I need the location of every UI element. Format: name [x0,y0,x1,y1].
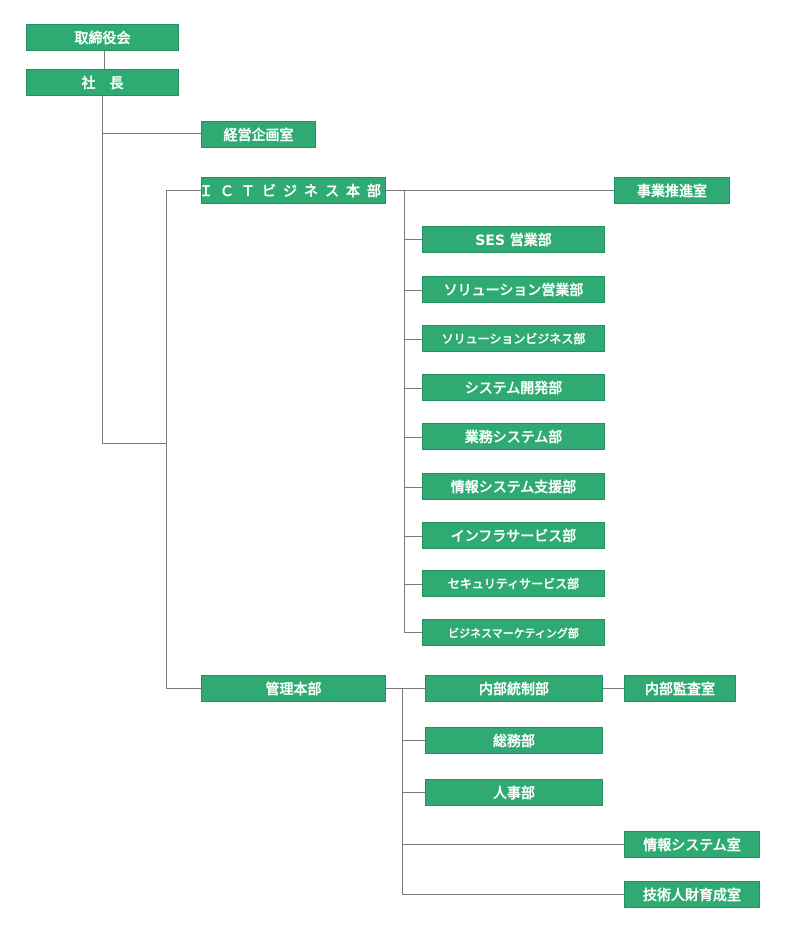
connector-ict-spine [404,190,405,632]
ict-department-box: ソリューションビジネス部 [422,325,605,352]
connector-internal-audit [603,688,624,689]
talent-office-box: 技術人財育成室 [624,881,760,908]
connector-trunk-branch [102,443,166,444]
connector-admin-dept [402,894,624,895]
connector-ict-dept [404,239,422,240]
ict-department-box: ビジネスマーケティング部 [422,619,605,646]
ict-department-box: 情報システム支援部 [422,473,605,500]
planning-office-box: 経営企画室 [201,121,316,148]
ict-department-box: システム開発部 [422,374,605,401]
it-office-box: 情報システム室 [624,831,760,858]
internal-control-box: 内部統制部 [425,675,603,702]
hr-box: 人事部 [425,779,603,806]
admin-division-box: 管理本部 [201,675,386,702]
connector-admin-dept [402,792,425,793]
connector-ict-dept [404,487,422,488]
ict-department-box: 業務システム部 [422,423,605,450]
president-box: 社 長 [26,69,179,96]
connector-admin [166,688,201,689]
connector-ict-dept [404,437,422,438]
ict-division-box: ＩＣＴビジネス本部 [201,177,386,204]
connector-ict-dept [404,339,422,340]
connector-ict [166,190,201,191]
ict-department-box: インフラサービス部 [422,522,605,549]
board-box: 取締役会 [26,24,179,51]
connector-ict-promotion [386,190,614,191]
connector-ict-dept [404,584,422,585]
connector-admin-dept [402,740,425,741]
connector-ict-dept [404,290,422,291]
connector-admin-dept [402,844,624,845]
ict-department-box: セキュリティサービス部 [422,570,605,597]
connector-admin-internal [386,688,425,689]
general-affairs-box: 総務部 [425,727,603,754]
connector-division-spine [166,190,167,688]
connector-ict-dept [404,388,422,389]
connector-ict-dept [404,632,422,633]
connector-admin-spine [402,688,403,894]
connector-planning [102,133,201,134]
connector-board-president [104,51,105,69]
ict-department-box: SES 営業部 [422,226,605,253]
connector-ict-dept [404,536,422,537]
promotion-office-box: 事業推進室 [614,177,730,204]
ict-department-box: ソリューション営業部 [422,276,605,303]
audit-office-box: 内部監査室 [624,675,736,702]
connector-president-trunk [102,96,103,444]
